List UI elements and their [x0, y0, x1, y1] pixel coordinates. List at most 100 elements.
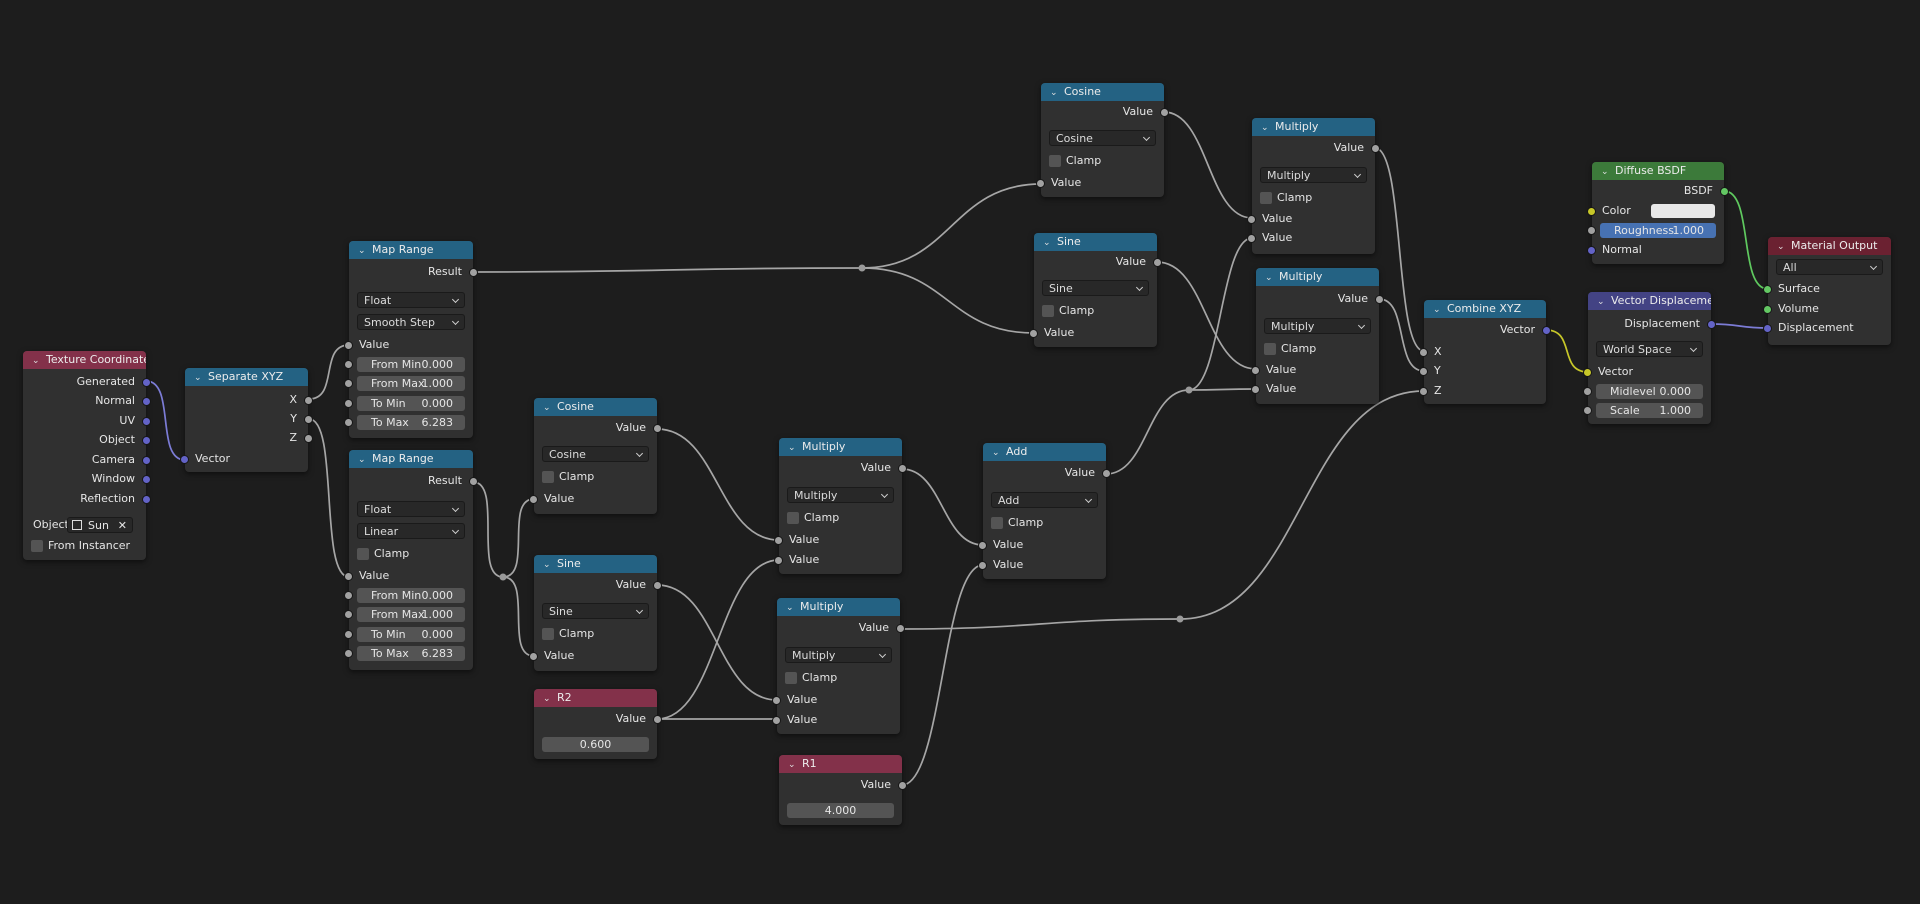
chevron-down-icon[interactable]: ⌄	[786, 603, 794, 613]
node-header[interactable]: ⌄Separate XYZ	[185, 368, 308, 386]
checkbox-box[interactable]	[357, 548, 369, 560]
multiply-node-top-2[interactable]: ⌄Multiply Value Multiply Clamp Value Val…	[1251, 268, 1384, 404]
clamp-checkbox[interactable]: Clamp	[785, 670, 837, 686]
chevron-down-icon[interactable]: ⌄	[543, 403, 551, 413]
close-icon[interactable]: ✕	[117, 519, 127, 532]
cosine-node-mid[interactable]: ⌄Cosine Value Cosine Clamp Value	[529, 398, 662, 514]
input-socket[interactable]	[344, 360, 353, 369]
interpolation-dropdown[interactable]: Smooth Step	[357, 314, 465, 330]
input-socket[interactable]	[1587, 207, 1596, 216]
input-socket[interactable]	[344, 399, 353, 408]
chevron-down-icon[interactable]: ⌄	[1043, 238, 1051, 248]
material-output-node[interactable]: ⌄Material Output All Surface Volume Disp…	[1763, 237, 1891, 345]
input-socket[interactable]	[1763, 305, 1772, 314]
output-socket[interactable]	[898, 464, 907, 473]
input-socket[interactable]	[344, 379, 353, 388]
reroute-dot[interactable]	[499, 573, 507, 581]
node-header[interactable]: ⌄Sine	[1034, 233, 1157, 251]
chevron-down-icon[interactable]: ⌄	[194, 373, 202, 383]
map-range-node-1[interactable]: ⌄Map Range Result Float Smooth Step Valu…	[344, 241, 478, 438]
node-header[interactable]: ⌄Cosine	[534, 398, 657, 416]
checkbox-box[interactable]	[1260, 192, 1272, 204]
input-socket[interactable]	[344, 591, 353, 600]
from-instancer-checkbox[interactable]: From Instancer	[31, 538, 130, 554]
input-socket[interactable]	[1419, 367, 1428, 376]
input-socket[interactable]	[772, 716, 781, 725]
output-socket[interactable]	[304, 434, 313, 443]
output-socket[interactable]	[469, 477, 478, 486]
node-header[interactable]: ⌄Cosine	[1041, 83, 1164, 101]
input-socket[interactable]	[1251, 366, 1260, 375]
checkbox-box[interactable]	[1049, 155, 1061, 167]
value-field[interactable]: 0.600	[542, 737, 649, 752]
input-socket[interactable]	[978, 541, 987, 550]
node-header[interactable]: ⌄R1	[779, 755, 902, 773]
input-socket[interactable]	[1583, 387, 1592, 396]
node-header[interactable]: ⌄Material Output	[1768, 237, 1891, 255]
map-range-node-2[interactable]: ⌄Map Range Result Float Linear Clamp Val…	[344, 450, 478, 670]
chevron-down-icon[interactable]: ⌄	[1261, 123, 1269, 133]
color-swatch[interactable]	[1651, 204, 1715, 218]
add-node[interactable]: ⌄Add Value Add Clamp Value Value	[978, 443, 1111, 579]
input-socket[interactable]	[1583, 406, 1592, 415]
output-socket[interactable]	[1371, 144, 1380, 153]
vector-displacement-node[interactable]: ⌄Vector Displacement Displacement World …	[1583, 292, 1716, 424]
reroute-dot[interactable]	[1185, 386, 1193, 394]
input-socket[interactable]	[1419, 348, 1428, 357]
output-socket[interactable]	[898, 781, 907, 790]
output-socket[interactable]	[1160, 108, 1169, 117]
input-socket[interactable]	[1587, 246, 1596, 255]
chevron-down-icon[interactable]: ⌄	[32, 356, 40, 366]
node-header[interactable]: ⌄Combine XYZ	[1424, 300, 1546, 318]
output-socket[interactable]	[142, 378, 151, 387]
object-field[interactable]: Sun ✕	[67, 517, 133, 533]
operation-dropdown[interactable]: Multiply	[1264, 318, 1371, 334]
r2-value-node[interactable]: ⌄R2 Value 0.600	[534, 689, 662, 759]
clamp-checkbox[interactable]: Clamp	[357, 546, 409, 562]
input-socket[interactable]	[1247, 234, 1256, 243]
node-header[interactable]: ⌄Map Range	[349, 450, 473, 468]
input-socket[interactable]	[344, 341, 353, 350]
input-socket[interactable]	[772, 696, 781, 705]
texture-coordinate-node[interactable]: ⌄Texture Coordinate Generated Normal UV …	[23, 351, 151, 560]
input-socket[interactable]	[978, 561, 987, 570]
clamp-checkbox[interactable]: Clamp	[1260, 190, 1312, 206]
input-socket[interactable]	[1763, 285, 1772, 294]
r1-value-node[interactable]: ⌄R1 Value 4.000	[779, 755, 907, 825]
clamp-checkbox[interactable]: Clamp	[787, 510, 839, 526]
operation-dropdown[interactable]: Multiply	[785, 647, 892, 663]
checkbox-box[interactable]	[787, 512, 799, 524]
input-socket[interactable]	[1583, 368, 1592, 377]
operation-dropdown[interactable]: Cosine	[1049, 130, 1156, 146]
operation-dropdown[interactable]: Multiply	[1260, 167, 1367, 183]
node-header[interactable]: ⌄Multiply	[1252, 118, 1375, 136]
sine-node-mid[interactable]: ⌄Sine Value Sine Clamp Value	[529, 555, 662, 671]
input-socket[interactable]	[344, 630, 353, 639]
node-header[interactable]: ⌄Multiply	[779, 438, 902, 456]
output-socket[interactable]	[142, 475, 151, 484]
clamp-checkbox[interactable]: Clamp	[991, 515, 1043, 531]
node-header[interactable]: ⌄Sine	[534, 555, 657, 573]
multiply-node-b[interactable]: ⌄Multiply Value Multiply Clamp Value Val…	[772, 598, 905, 734]
multiply-node-top[interactable]: ⌄Multiply Value Multiply Clamp Value Val…	[1247, 118, 1380, 254]
output-socket[interactable]	[469, 268, 478, 277]
node-header[interactable]: ⌄Vector Displacement	[1588, 292, 1711, 310]
chevron-down-icon[interactable]: ⌄	[1597, 297, 1605, 307]
output-socket[interactable]	[896, 624, 905, 633]
clamp-checkbox[interactable]: Clamp	[542, 469, 594, 485]
data-type-dropdown[interactable]: Float	[357, 501, 465, 517]
separate-xyz-node[interactable]: ⌄Separate XYZ X Y Z Vector	[180, 368, 313, 472]
output-socket[interactable]	[653, 581, 662, 590]
chevron-down-icon[interactable]: ⌄	[788, 760, 796, 770]
clamp-checkbox[interactable]: Clamp	[1049, 153, 1101, 169]
chevron-down-icon[interactable]: ⌄	[358, 246, 366, 256]
output-socket[interactable]	[142, 417, 151, 426]
input-socket[interactable]	[1251, 385, 1260, 394]
checkbox-box[interactable]	[31, 540, 43, 552]
